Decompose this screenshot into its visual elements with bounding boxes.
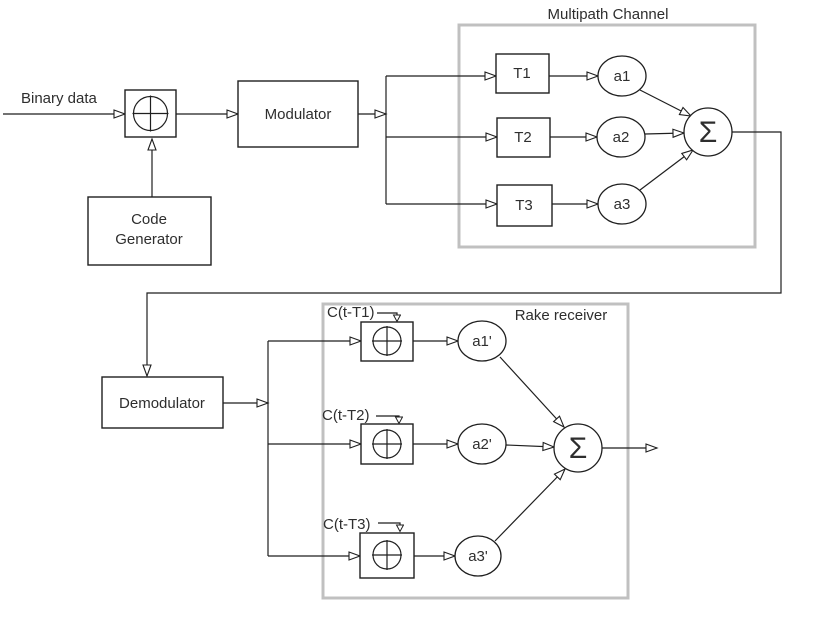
connector-a1p-to-summer xyxy=(499,356,566,429)
modulator-box xyxy=(237,80,359,148)
connector-a3-to-summer xyxy=(639,149,695,191)
t3-label: T3 xyxy=(515,197,533,214)
connector-code1-to-correlator1 xyxy=(377,312,397,321)
code-generator-label-line2: Generator xyxy=(115,231,183,248)
delay-block-t3: T3 xyxy=(496,184,553,227)
multipath-summer-circle xyxy=(683,107,733,157)
code-generator-block: Code Generator xyxy=(87,196,212,266)
sigma-icon: Σ xyxy=(699,116,718,149)
gain-node-a3-prime: a3' xyxy=(454,535,502,577)
gain-node-a2: a2 xyxy=(596,116,646,158)
connector-a2-to-summer xyxy=(644,128,686,139)
connector-a2p-to-summer xyxy=(505,441,556,452)
delay-block-t1: T1 xyxy=(495,53,550,94)
a3-label: a3 xyxy=(614,196,631,213)
summer-node-multipath: Σ xyxy=(683,107,733,157)
binary-data-label: Binary data xyxy=(21,90,98,107)
a2-label: a2 xyxy=(613,129,630,146)
rake-summer-circle xyxy=(553,423,603,473)
a3-circle xyxy=(597,183,647,225)
sigma-icon: Σ xyxy=(569,432,588,465)
rake-receiver-group-frame xyxy=(321,302,630,600)
a3p-circle xyxy=(454,535,502,577)
connector-code3-to-correlator3 xyxy=(378,522,400,531)
connector-summer-to-demodulator xyxy=(142,131,782,378)
modulator-block: Modulator xyxy=(237,80,359,148)
demodulator-label: Demodulator xyxy=(119,395,205,412)
multipath-channel-title: Multipath Channel xyxy=(548,6,669,23)
connector-a1-to-summer xyxy=(639,89,693,117)
a1-label: a1 xyxy=(614,68,631,85)
code-label-3: C(t-T3) xyxy=(323,516,371,533)
t3-box xyxy=(496,184,553,227)
correlator-xor-block-1 xyxy=(360,321,414,362)
a3p-label: a3' xyxy=(468,548,488,565)
code-generator-label-line1: Code xyxy=(131,211,167,228)
connector-code2-to-correlator2 xyxy=(376,415,399,423)
a2p-label: a2' xyxy=(472,436,492,453)
a1p-circle xyxy=(457,320,507,362)
code-label-2: C(t-T2) xyxy=(322,407,370,424)
code-generator-box xyxy=(87,196,212,266)
demodulator-box xyxy=(101,376,224,429)
code-label-1: C(t-T1) xyxy=(327,304,375,321)
t2-label: T2 xyxy=(514,129,532,146)
correlator-xor-block-2 xyxy=(360,423,414,465)
a2p-circle xyxy=(457,423,507,465)
gain-node-a1-prime: a1' xyxy=(457,320,507,362)
t1-box xyxy=(495,53,550,94)
demodulator-block: Demodulator xyxy=(101,376,224,429)
spreader-xor-block xyxy=(124,89,177,138)
connector-a3p-to-summer xyxy=(494,467,567,542)
modulator-label: Modulator xyxy=(265,106,332,123)
gain-node-a1: a1 xyxy=(597,55,647,97)
a1-circle xyxy=(597,55,647,97)
correlator-xor-block-3 xyxy=(359,532,415,579)
summer-node-rake: Σ xyxy=(553,423,603,473)
gain-node-a3: a3 xyxy=(597,183,647,225)
gain-node-a2-prime: a2' xyxy=(457,423,507,465)
multipath-channel-group-frame xyxy=(457,23,757,249)
t2-box xyxy=(496,117,551,158)
rake-receiver-title: Rake receiver xyxy=(515,307,608,324)
delay-block-t2: T2 xyxy=(496,117,551,158)
a2-circle xyxy=(596,116,646,158)
a1p-label: a1' xyxy=(472,333,492,350)
t1-label: T1 xyxy=(513,65,531,82)
